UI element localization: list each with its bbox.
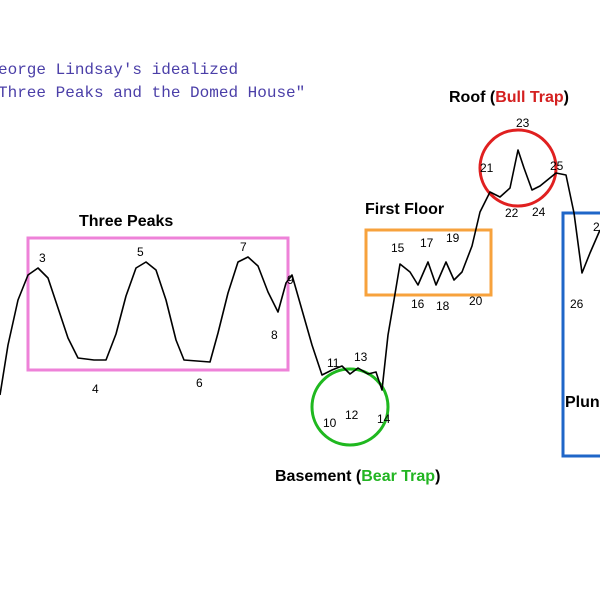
point-label-14: 14	[377, 412, 391, 426]
point-label-15: 15	[391, 241, 405, 255]
point-label-21: 21	[480, 161, 494, 175]
point-label-16: 16	[411, 297, 425, 311]
roof-label-prefix: Roof (	[449, 89, 496, 106]
point-label-9: 9	[287, 273, 294, 287]
point-label-22: 22	[505, 206, 519, 220]
point-label-17: 17	[420, 236, 434, 250]
caption-line-1: eorge Lindsay's idealized	[0, 61, 239, 79]
point-label-8: 8	[271, 328, 278, 342]
three-peaks-label: Three Peaks	[79, 213, 174, 230]
point-label-20: 20	[469, 294, 483, 308]
roof-label-suffix: )	[563, 89, 569, 106]
point-label-5: 5	[137, 245, 144, 259]
point-label-27-partial: 2	[593, 220, 600, 234]
point-label-24: 24	[532, 205, 546, 219]
basement-label-suffix: )	[435, 468, 441, 485]
point-label-10: 10	[323, 416, 337, 430]
caption-line-2: Three Peaks and the Domed House"	[0, 84, 306, 102]
point-label-4: 4	[92, 382, 99, 396]
point-label-6: 6	[196, 376, 203, 390]
basement-circle	[310, 367, 390, 447]
point-label-12: 12	[345, 408, 359, 422]
point-label-23: 23	[516, 116, 530, 130]
point-label-7: 7	[240, 240, 247, 254]
point-label-18: 18	[436, 299, 450, 313]
basement-label: Basement (Bear Trap)	[275, 468, 440, 486]
bull-trap-text: Bull Trap	[495, 89, 564, 106]
first-floor-box	[364, 228, 493, 297]
point-label-25: 25	[550, 159, 564, 173]
plunge-label: Plun	[565, 394, 600, 411]
bear-trap-text: Bear Trap	[361, 468, 436, 485]
point-label-19: 19	[446, 231, 460, 245]
three-peaks-box	[26, 236, 290, 372]
point-label-3: 3	[39, 251, 46, 265]
first-floor-label: First Floor	[365, 201, 445, 218]
basement-label-prefix: Basement (	[275, 468, 362, 485]
roof-circle	[478, 128, 558, 208]
roof-label: Roof (Bull Trap)	[449, 89, 569, 107]
plunge-box	[561, 211, 600, 458]
point-label-11: 11	[327, 356, 340, 370]
price-path	[0, 149, 600, 396]
point-label-13: 13	[354, 350, 368, 364]
point-label-26: 26	[570, 297, 584, 311]
